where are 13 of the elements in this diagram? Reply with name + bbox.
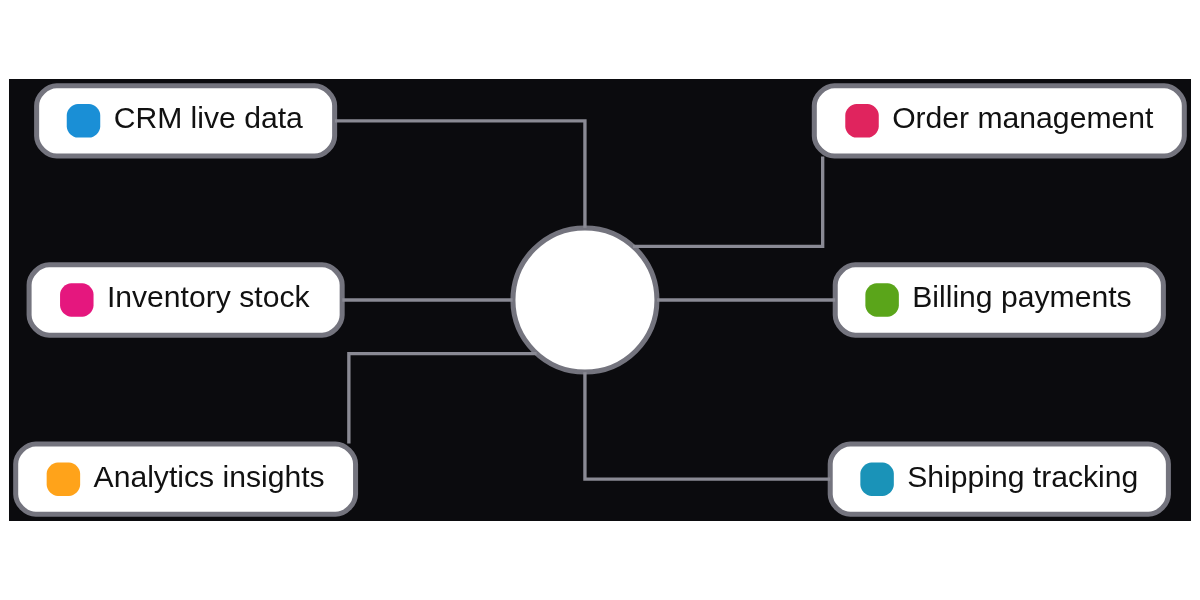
- node-box: Billing payments: [832, 262, 1166, 338]
- node-box: Order management: [811, 83, 1187, 159]
- connector: [342, 298, 513, 302]
- connector: [583, 372, 831, 481]
- node-box: Inventory stock: [26, 262, 345, 338]
- node-box: CRM live data: [34, 83, 338, 159]
- node-box: Shipping tracking: [827, 441, 1171, 517]
- node-box: Analytics insights: [13, 441, 359, 517]
- connector: [633, 156, 825, 249]
- connector: [334, 119, 587, 228]
- connector: [657, 298, 836, 302]
- node-circle: [510, 225, 660, 375]
- connector: [347, 351, 537, 444]
